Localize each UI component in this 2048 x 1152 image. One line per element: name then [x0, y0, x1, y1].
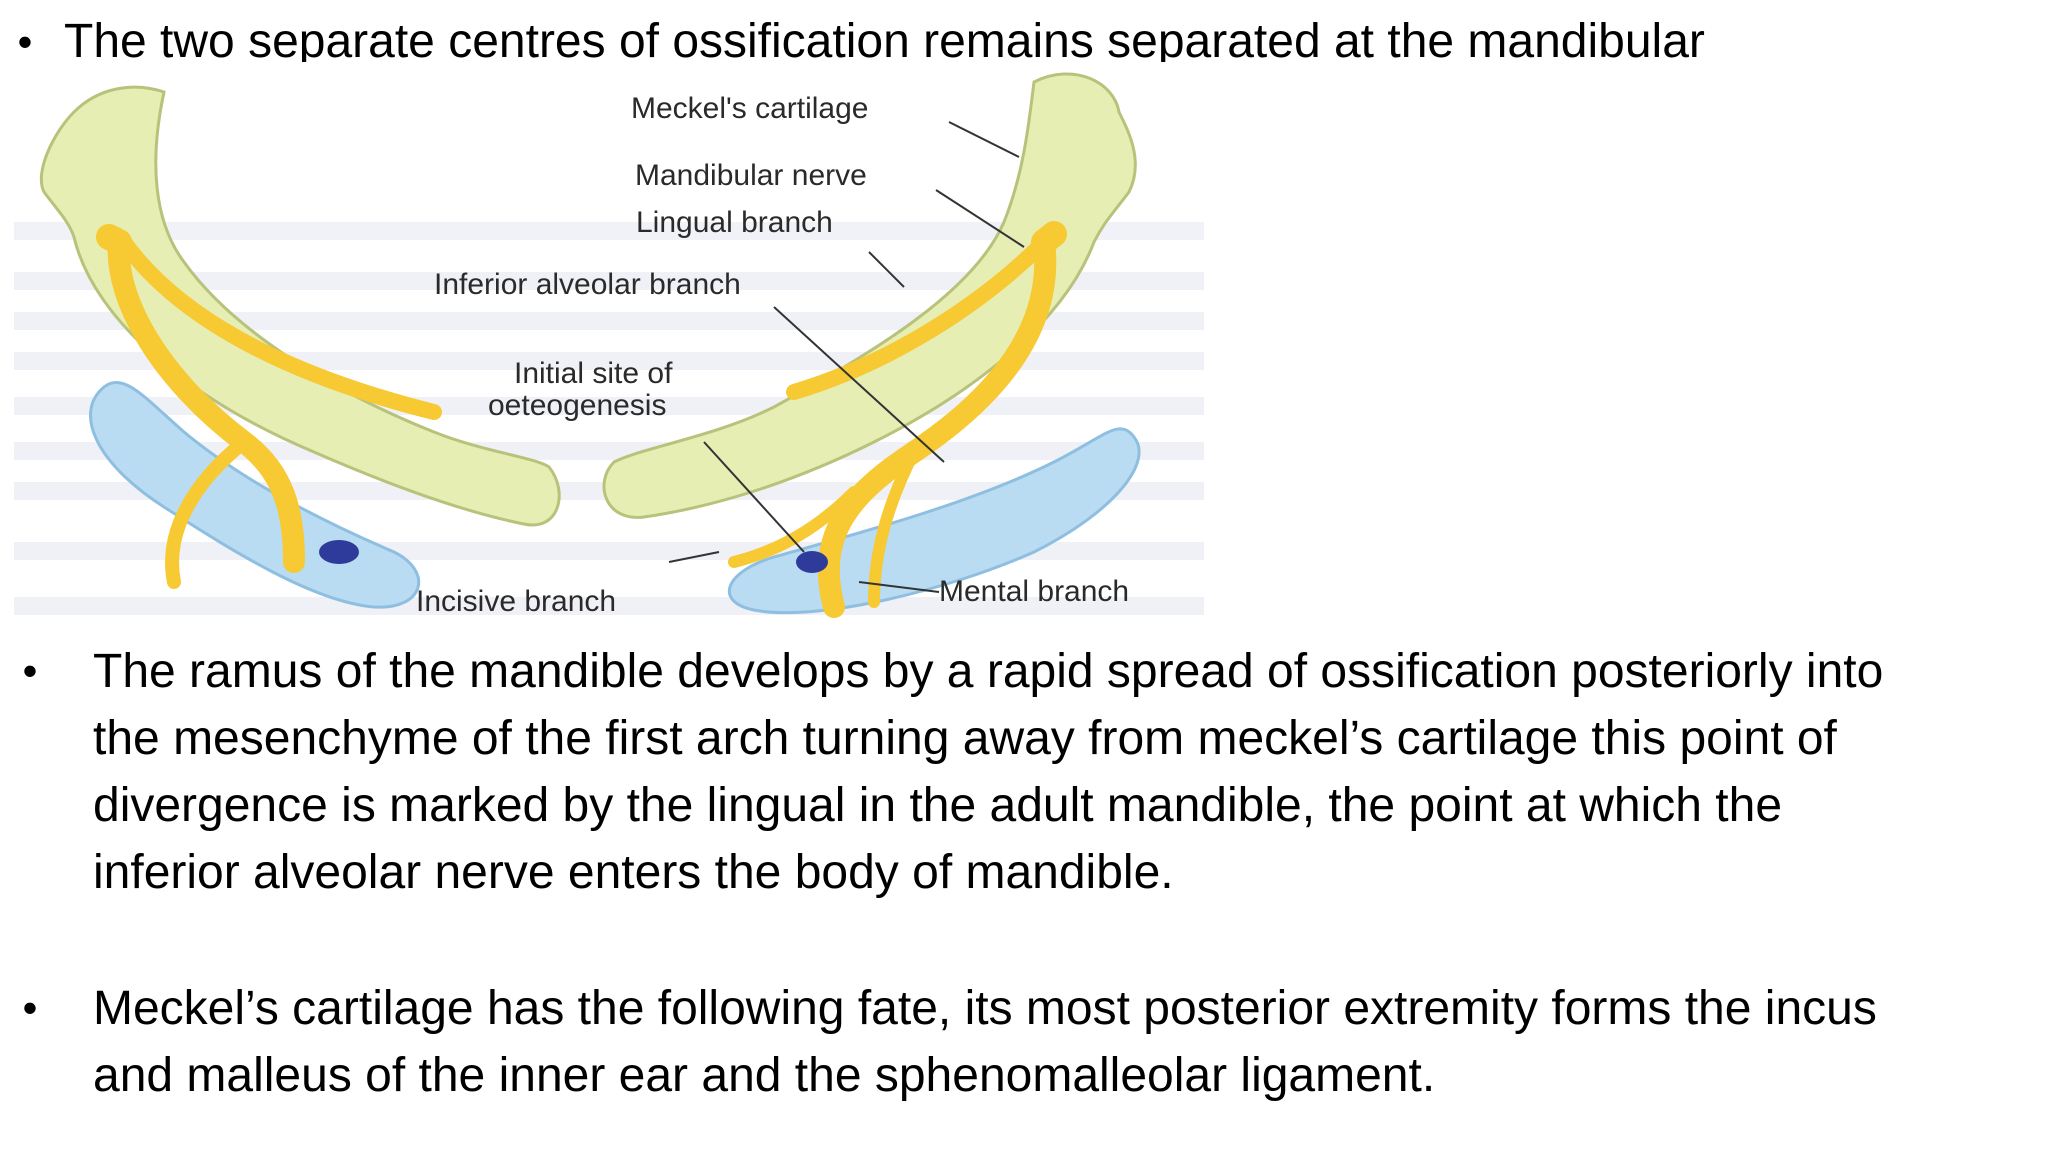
mandible-development-figure: Meckel's cartilage Mandibular nerve Ling… [14, 62, 1206, 622]
label-inferior-alveolar-branch: Inferior alveolar branch [434, 268, 741, 301]
label-initial-site-line1: Initial site of [514, 357, 673, 390]
bullet-2-line-4: inferior alveolar nerve enters the body … [93, 846, 1174, 899]
bullet-item-1: • The two separate centres of ossificati… [0, 6, 1705, 62]
label-meckels-cartilage: Meckel's cartilage [631, 92, 868, 125]
bullet-item-3: • Meckel’s cartilage has the following f… [0, 975, 2040, 1109]
bullet-marker: • [22, 647, 38, 694]
bullet-2-line-3: divergence is marked by the lingual in t… [93, 779, 1783, 832]
bullet-3-line-1: Meckel’s cartilage has the following fat… [93, 982, 1877, 1035]
right-meckels-cartilage-shape [602, 72, 1137, 519]
bullet-marker: • [22, 984, 38, 1031]
right-mandibular-nerve-shape [728, 221, 1067, 618]
bullet-2-line-2: the mesenchyme of the first arch turning… [93, 712, 1837, 765]
bullet-item-2: • The ramus of the mandible develops by … [0, 638, 2040, 906]
bullet-text-2: The ramus of the mandible develops by a … [93, 638, 2013, 906]
label-mental-branch: Mental branch [939, 575, 1129, 608]
label-mandibular-nerve: Mandibular nerve [635, 159, 867, 192]
bullet-text-1: The two separate centres of ossification… [64, 15, 1705, 62]
left-mandibular-nerve-shape [96, 224, 442, 589]
right-ossification-site [796, 551, 828, 573]
bullet-2-line-1: The ramus of the mandible develops by a … [93, 645, 1884, 698]
label-incisive-branch: Incisive branch [416, 585, 616, 618]
figure-diagram: Meckel's cartilage Mandibular nerve Ling… [14, 72, 1204, 618]
label-lingual-branch: Lingual branch [636, 206, 833, 239]
bullet-text-3: Meckel’s cartilage has the following fat… [93, 975, 2033, 1109]
leader-lines [668, 121, 1025, 593]
left-ossification-site [319, 540, 359, 564]
bullet-3-line-2: and malleus of the inner ear and the sph… [93, 1049, 1436, 1102]
left-meckels-cartilage-shape [39, 85, 561, 527]
bullet-marker: • [17, 18, 33, 62]
label-initial-site-line2: oeteogenesis [488, 389, 666, 422]
